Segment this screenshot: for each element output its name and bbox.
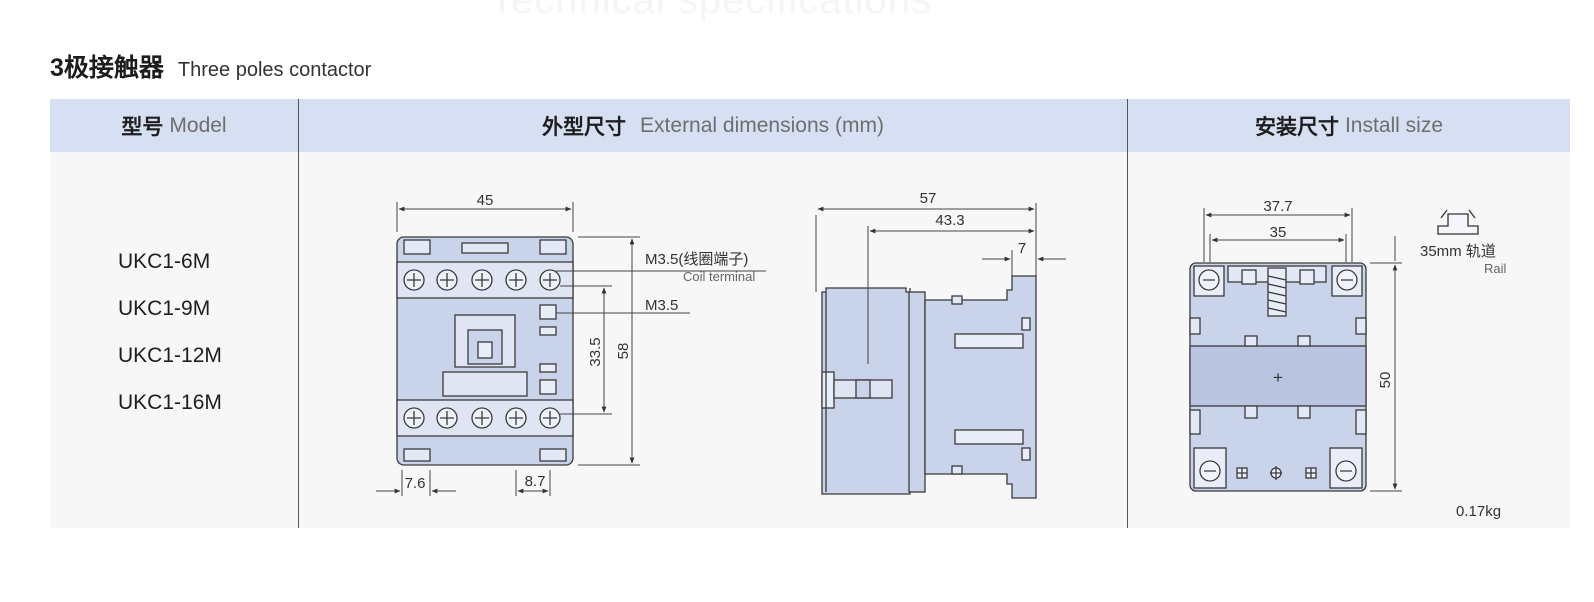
install-outer-width-label: 37.7 bbox=[1263, 198, 1292, 215]
side-view-dim-lines bbox=[815, 203, 1066, 364]
din-rail-icon bbox=[1437, 209, 1479, 235]
model-item: UKC1-6M bbox=[118, 250, 211, 273]
front-view-drawing bbox=[396, 236, 574, 466]
pitch-label: 8.7 bbox=[525, 473, 546, 490]
left-offset-label: 7.6 bbox=[405, 475, 426, 492]
header-install-cn: 安装尺寸 bbox=[1254, 115, 1339, 139]
coil-terminal-label: M3.5(线圈端子) bbox=[645, 251, 748, 268]
front-view-dim-lines bbox=[376, 202, 766, 496]
install-height-label: 50 bbox=[1377, 372, 1394, 389]
header-install: 安装尺寸 Install size bbox=[1128, 99, 1570, 152]
front-inner-height-label: 33.5 bbox=[587, 337, 604, 366]
model-item: UKC1-16M bbox=[118, 391, 222, 414]
install-view-drawing bbox=[1189, 262, 1367, 492]
header-model-en: Model bbox=[169, 113, 227, 137]
table-header bbox=[50, 99, 1570, 152]
model-item: UKC1-9M bbox=[118, 297, 211, 320]
model-list: UKC1-6M UKC1-9M UKC1-12M UKC1-16M bbox=[118, 249, 222, 437]
header-external-en: External dimensions (mm) bbox=[640, 113, 884, 137]
coil-terminal-en: Coil terminal bbox=[683, 269, 755, 284]
header-install-en: Install size bbox=[1344, 113, 1444, 137]
header-model-cn: 型号 bbox=[121, 115, 164, 139]
section-title-en: Three poles contactor bbox=[177, 59, 372, 81]
model-item: UKC1-12M bbox=[118, 344, 222, 367]
section-title-cn: 3极接触器 bbox=[50, 54, 164, 82]
header-external-cn: 外型尺寸 bbox=[542, 115, 627, 139]
center-mark: + bbox=[1273, 368, 1283, 387]
column-divider bbox=[1127, 99, 1128, 528]
front-height-label: 58 bbox=[615, 343, 632, 360]
header-external: 外型尺寸 External dimensions (mm) bbox=[299, 99, 1127, 152]
side-depth-label: 57 bbox=[920, 190, 937, 207]
front-view-screws bbox=[403, 269, 561, 429]
install-view-screws bbox=[1198, 269, 1358, 482]
rail-offset-label: 7 bbox=[1018, 240, 1026, 257]
side-inner-depth-label: 43.3 bbox=[935, 212, 964, 229]
side-view-drawing bbox=[821, 275, 1037, 499]
ghost-title: Technical specifications bbox=[490, 0, 932, 22]
section-heading: 3极接触器 Three poles contactor bbox=[50, 48, 371, 84]
rail-label: 35mm 轨道 bbox=[1420, 243, 1496, 260]
terminal-label: M3.5 bbox=[645, 297, 678, 314]
column-divider bbox=[298, 99, 299, 528]
install-inner-width-label: 35 bbox=[1270, 224, 1287, 241]
weight-label: 0.17kg bbox=[1456, 503, 1501, 520]
header-model: 型号 Model bbox=[50, 99, 298, 152]
front-width-label: 45 bbox=[477, 192, 494, 209]
rail-label-en: Rail bbox=[1484, 261, 1507, 276]
install-view-dim-lines bbox=[1203, 208, 1402, 492]
